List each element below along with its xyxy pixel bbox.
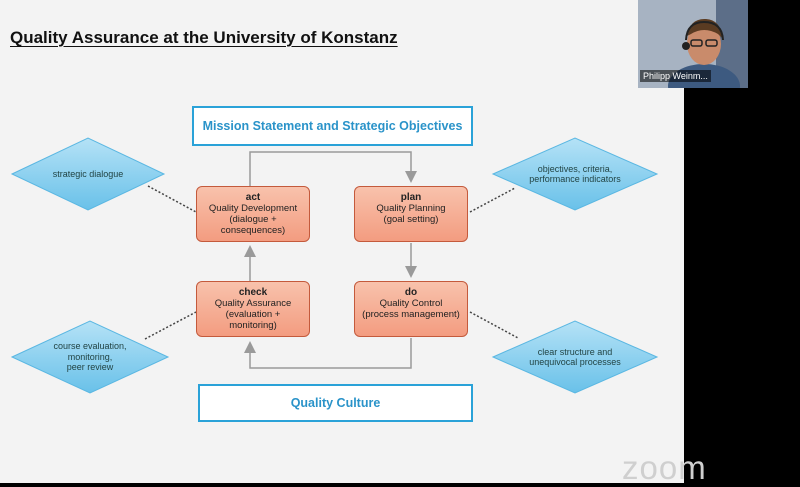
quality-culture-box: Quality Culture [198,384,473,422]
act-box: act Quality Development (dialogue + cons… [196,186,310,242]
diamond-bottom-left [10,320,170,394]
diamond-bottom-right [491,320,659,394]
diamond-top-right [491,137,659,211]
mission-statement-box: Mission Statement and Strategic Objectiv… [192,106,473,146]
check-box: check Quality Assurance (evaluation + mo… [196,281,310,337]
presentation-slide: Quality Assurance at the University of K… [0,0,684,483]
do-box: do Quality Control (process management) [354,281,468,337]
diamond-text-objectives: objectives, criteria,performance indicat… [529,163,621,185]
diamond-text-course-evaluation: course evaluation,monitoring,peer review [53,341,127,373]
check-label: check [238,287,268,298]
do-label: do [404,287,418,298]
diamond-text-strategic-dialogue: strategic dialogue [52,168,124,179]
diagram-connectors [10,137,659,394]
plan-label: plan [400,192,422,203]
diamond-top-left [10,137,166,211]
plan-box: plan Quality Planning (goal setting) [354,186,468,242]
participant-name: Philipp Weinm... [640,70,711,82]
act-label: act [245,192,261,203]
slide-title: Quality Assurance at the University of K… [10,28,398,47]
zoom-logo: zoom [622,449,707,486]
